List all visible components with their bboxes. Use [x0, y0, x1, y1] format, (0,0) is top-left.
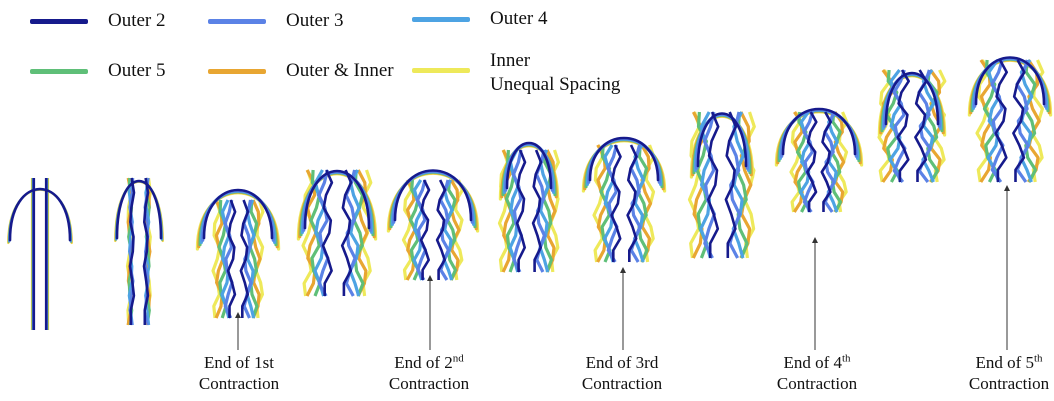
legend-swatch-outer-5	[30, 69, 88, 74]
bell-outline	[117, 181, 162, 238]
jellyfish-snapshot-10	[879, 70, 945, 182]
caption-line-1-wrap: End of 2nd	[354, 352, 504, 373]
legend-label-outer-3: Outer 3	[286, 10, 344, 32]
caption-superscript: th	[1034, 352, 1043, 364]
manubrium-outline	[594, 145, 603, 262]
manubrium-outline	[898, 70, 909, 182]
bell-outline	[116, 181, 162, 239]
manubrium-outline	[807, 112, 816, 212]
manubrium-outline	[404, 180, 412, 280]
bell-outline	[199, 192, 278, 247]
bell-outline	[200, 192, 276, 245]
caption-line-1-wrap: End of 4th	[742, 352, 892, 373]
bell-outline	[9, 189, 70, 241]
bell-outline	[10, 189, 70, 240]
manubrium-outline	[421, 180, 429, 280]
bell-outline	[9, 190, 72, 243]
manubrium-outline	[448, 180, 456, 280]
jellyfish-snapshot-3	[197, 190, 278, 318]
legend-swatch-outer-4	[412, 17, 470, 22]
caption-line-2: Contraction	[934, 373, 1054, 394]
bell-outline	[388, 173, 477, 231]
manubrium-outline	[832, 112, 841, 212]
jellyfish-snapshot-5	[388, 171, 477, 281]
caption-line-2: Contraction	[164, 373, 314, 394]
caption-superscript: th	[842, 352, 851, 364]
manubrium-outline	[708, 112, 718, 258]
legend-swatch-outer-3	[208, 19, 266, 24]
manubrium-outline	[228, 200, 235, 318]
bell-outline	[305, 171, 369, 228]
bell-outline	[201, 191, 274, 242]
caption-end-2nd-contraction: End of 2nd Contraction	[354, 352, 504, 394]
jellyfish-snapshot-6	[500, 143, 559, 272]
bell-outline	[394, 171, 473, 222]
caption-end-5th-contraction: End of 5th Contraction	[934, 352, 1054, 394]
caption-line-2: Contraction	[742, 373, 892, 394]
manubrium-outline	[612, 145, 621, 262]
caption-line-1-wrap: End of 5th	[934, 352, 1054, 373]
caption-end-3rd-contraction: End of 3rd Contraction	[547, 352, 697, 394]
manubrium-outline	[638, 145, 647, 262]
jellyfish-snapshot-11	[969, 58, 1050, 183]
jellyfish-snapshot-4	[298, 170, 375, 296]
jellyfish-snapshot-9	[776, 109, 861, 212]
manubrium-outline	[517, 150, 525, 272]
bell-outline	[969, 60, 1050, 115]
manubrium-outline	[1025, 60, 1036, 182]
caption-line-1: End of 4	[783, 353, 842, 372]
manubrium-outline	[213, 200, 220, 318]
caption-line-1: End of 1st	[164, 352, 314, 373]
manubrium-outline	[791, 112, 800, 212]
legend-swatch-outer-inner	[208, 69, 266, 74]
bell-outline	[10, 189, 71, 240]
caption-end-1st-contraction: End of 1st Contraction	[164, 352, 314, 394]
bell-outline	[197, 193, 278, 249]
caption-line-1: End of 3rd	[547, 352, 697, 373]
caption-line-1: End of 2	[394, 353, 453, 372]
legend-label-outer-4: Outer 4	[490, 8, 548, 30]
legend-swatch-inner-unequal	[412, 68, 470, 73]
legend-label-outer-2: Outer 2	[108, 10, 166, 32]
legend-swatch-outer-2	[30, 19, 88, 24]
bell-outline	[776, 112, 861, 165]
jellyfish-snapshot-8	[690, 112, 755, 258]
jellyfish-snapshot-2	[115, 178, 163, 325]
manubrium-outline	[319, 170, 328, 296]
legend-label-inner: Inner	[490, 50, 530, 72]
legend-label-unequal-spacing: Unequal Spacing	[490, 74, 620, 96]
bell-outline	[116, 182, 163, 241]
caption-line-2: Contraction	[547, 373, 697, 394]
caption-superscript: nd	[453, 352, 464, 364]
manubrium-outline	[323, 170, 332, 296]
bell-outline	[117, 181, 161, 238]
jellyfish-snapshot-1	[8, 178, 72, 330]
caption-line-1: End of 5	[975, 353, 1034, 372]
bell-outline	[116, 181, 161, 239]
caption-line-2: Contraction	[354, 373, 504, 394]
caption-end-4th-contraction: End of 4th Contraction	[742, 352, 892, 394]
jellyfish-snapshot-7	[583, 138, 664, 262]
manubrium-outline	[996, 60, 1007, 182]
bell-outline	[9, 189, 71, 241]
legend-label-outer-inner: Outer & Inner	[286, 60, 394, 82]
manubrium-outline	[250, 200, 257, 318]
bell-outline	[115, 182, 163, 241]
manubrium-outline	[690, 112, 700, 258]
legend-label-outer-5: Outer 5	[108, 60, 166, 82]
bell-outline	[778, 111, 861, 163]
bell-outline	[8, 190, 72, 243]
